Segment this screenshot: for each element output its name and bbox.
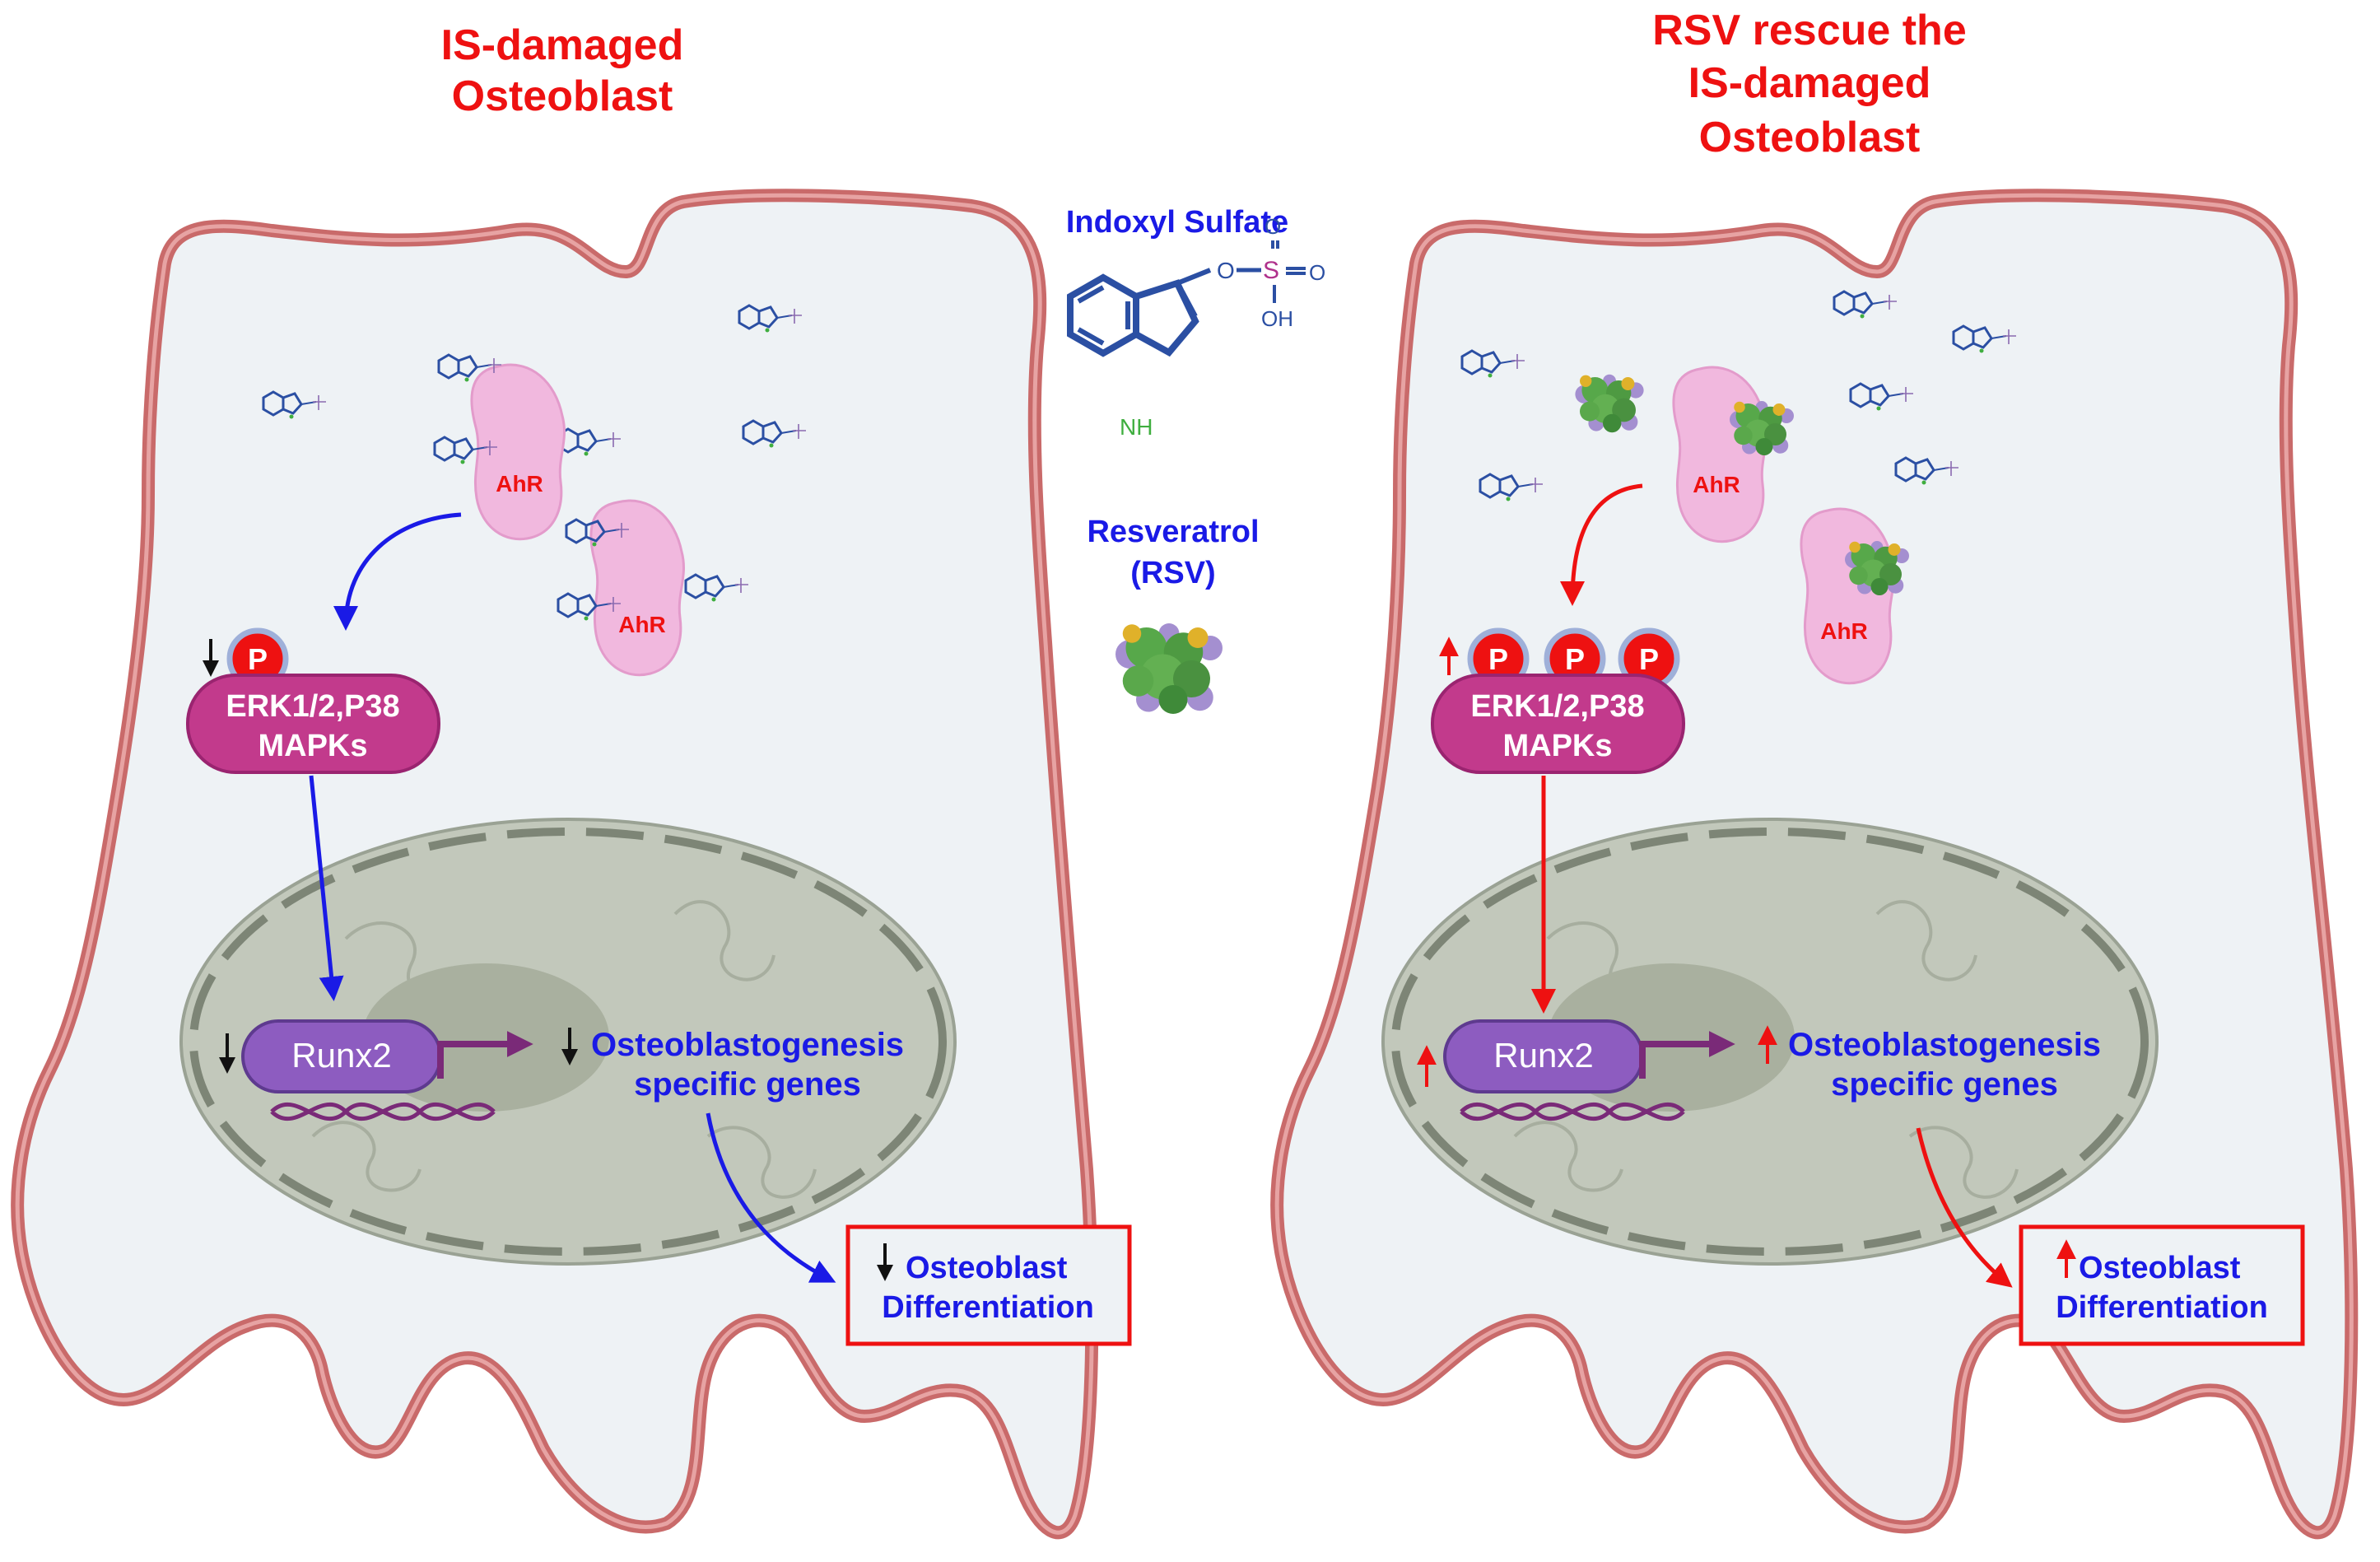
legend-resveratrol-label-line-2: (RSV): [1130, 556, 1215, 590]
legend-indoxyl-sulfate-label: Indoxyl Sulfate: [1066, 205, 1288, 240]
structure-oh: OH: [1261, 306, 1293, 331]
right-outcome-line-2: Differentiation: [2056, 1290, 2268, 1325]
right-outcome-box: Osteoblast Differentiation: [2019, 1224, 2305, 1346]
right-cell: AhR AhR P P P ERK1/2,P38 MAPKs: [1270, 189, 2359, 1540]
legend-resveratrol-label-line-1: Resveratrol: [1087, 515, 1259, 549]
left-mapk-box: [186, 674, 440, 774]
structure-o-top: O: [1265, 214, 1281, 239]
right-dna-helix: [1460, 1102, 1685, 1121]
structure-o-right: O: [1309, 260, 1325, 285]
right-transcription-arrow: [1639, 1031, 1735, 1079]
right-mapk-complex: P P P ERK1/2,P38 MAPKs: [1431, 627, 1685, 774]
right-arrow-ahr-to-mapk: [1560, 483, 1643, 606]
legend: Indoxyl Sulfate O S O O OH NH Resveratro…: [1066, 205, 1325, 714]
right-runx2-complex: Runx2: [1417, 1019, 1735, 1121]
right-ahr-label-1: AhR: [1693, 472, 1740, 497]
left-ahr-label-1: AhR: [496, 471, 543, 497]
right-phospho-label-1: P: [1488, 642, 1508, 676]
left-ahr-receptor-2: AhR: [589, 499, 686, 677]
right-cell-membrane-inner: [1274, 193, 2354, 1535]
right-title-line-3: Osteoblast: [1699, 114, 1921, 161]
right-title-line-1: RSV rescue the: [1652, 7, 1967, 54]
left-mapk-complex: P ERK1/2,P38 MAPKs: [186, 627, 440, 774]
left-genes-line-1: Osteoblastogenesis: [591, 1027, 904, 1063]
left-cell-membrane-inner: [15, 193, 1094, 1535]
left-mapk-label-line-1: ERK1/2,P38: [226, 689, 399, 724]
left-mapk-label-line-2: MAPKs: [258, 729, 367, 763]
left-arrow-ahr-to-mapk: [333, 512, 462, 631]
left-runx2-complex: Runx2: [219, 1019, 533, 1121]
left-title-line-2: Osteoblast: [452, 72, 673, 120]
left-title: IS-damaged Osteoblast: [441, 21, 684, 120]
right-outcome-line-1: Osteoblast: [2079, 1251, 2241, 1285]
right-title: RSV rescue the IS-damaged Osteoblast: [1652, 7, 1967, 161]
right-arrow-genes-to-outcome: [1916, 1127, 2013, 1288]
right-genes-line-1: Osteoblastogenesis: [1788, 1027, 2101, 1063]
left-ahr-label-2: AhR: [618, 612, 666, 637]
resveratrol-molecule: [1115, 623, 1223, 714]
left-ahr-receptor-1: AhR: [470, 363, 566, 541]
left-arrow-mapk-to-runx2: [309, 775, 344, 1001]
left-title-line-1: IS-damaged: [441, 21, 684, 69]
right-ahr-receptor-1: AhR: [1672, 366, 1768, 543]
right-mapk-label-line-1: ERK1/2,P38: [1470, 689, 1644, 724]
structure-s: S: [1263, 257, 1279, 284]
indoxyl-sulfate-structure: O S O O OH NH: [1067, 214, 1325, 440]
left-cell: AhR AhR P ERK1/2,P38 MAPKs Runx2: [11, 189, 1132, 1540]
left-phospho-label-1: P: [248, 642, 268, 676]
right-title-line-2: IS-damaged: [1688, 59, 1931, 107]
left-runx2-label: Runx2: [291, 1036, 391, 1075]
right-runx2-label: Runx2: [1493, 1036, 1593, 1075]
right-mapk-label-line-2: MAPKs: [1502, 729, 1612, 763]
right-mapk-box: [1431, 674, 1685, 774]
right-ahr-label-2: AhR: [1820, 618, 1868, 644]
right-ahr-receptor-2: AhR: [1800, 507, 1896, 685]
left-dna-helix: [270, 1102, 496, 1121]
left-outcome-box: Osteoblast Differentiation: [845, 1224, 1132, 1346]
right-genes-line-2: specific genes: [1831, 1066, 2058, 1103]
structure-nh: NH: [1120, 414, 1153, 440]
left-arrow-genes-to-outcome: [706, 1112, 836, 1283]
left-genes-line-2: specific genes: [634, 1066, 861, 1103]
left-outcome-line-1: Osteoblast: [906, 1251, 1068, 1285]
left-transcription-arrow: [437, 1031, 533, 1079]
left-outcome-line-2: Differentiation: [882, 1290, 1094, 1325]
right-phospho-label-2: P: [1565, 642, 1585, 676]
structure-o-ester: O: [1217, 258, 1235, 283]
right-phospho-label-3: P: [1639, 642, 1659, 676]
